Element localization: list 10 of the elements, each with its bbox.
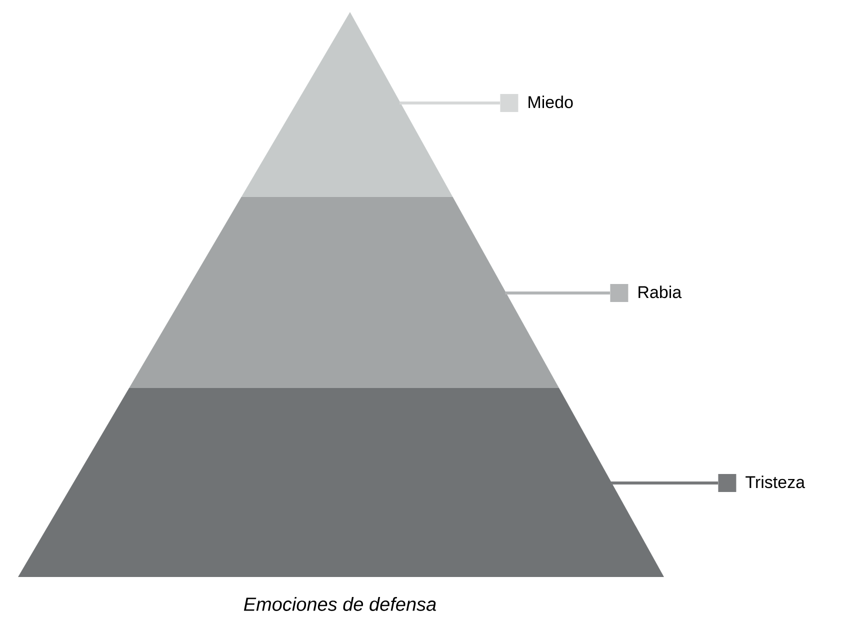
legend-label: Tristeza [718, 474, 806, 492]
pyramid-band [18, 388, 664, 577]
legend-label: Miedo [500, 94, 573, 112]
leader-line [400, 102, 500, 104]
leader-line [610, 482, 718, 484]
leader-line [505, 292, 610, 294]
pyramid-band [129, 197, 559, 388]
pyramid-band [241, 12, 453, 197]
legend-label: Rabia [610, 284, 682, 302]
caption: Emociones de defensa [244, 597, 436, 611]
